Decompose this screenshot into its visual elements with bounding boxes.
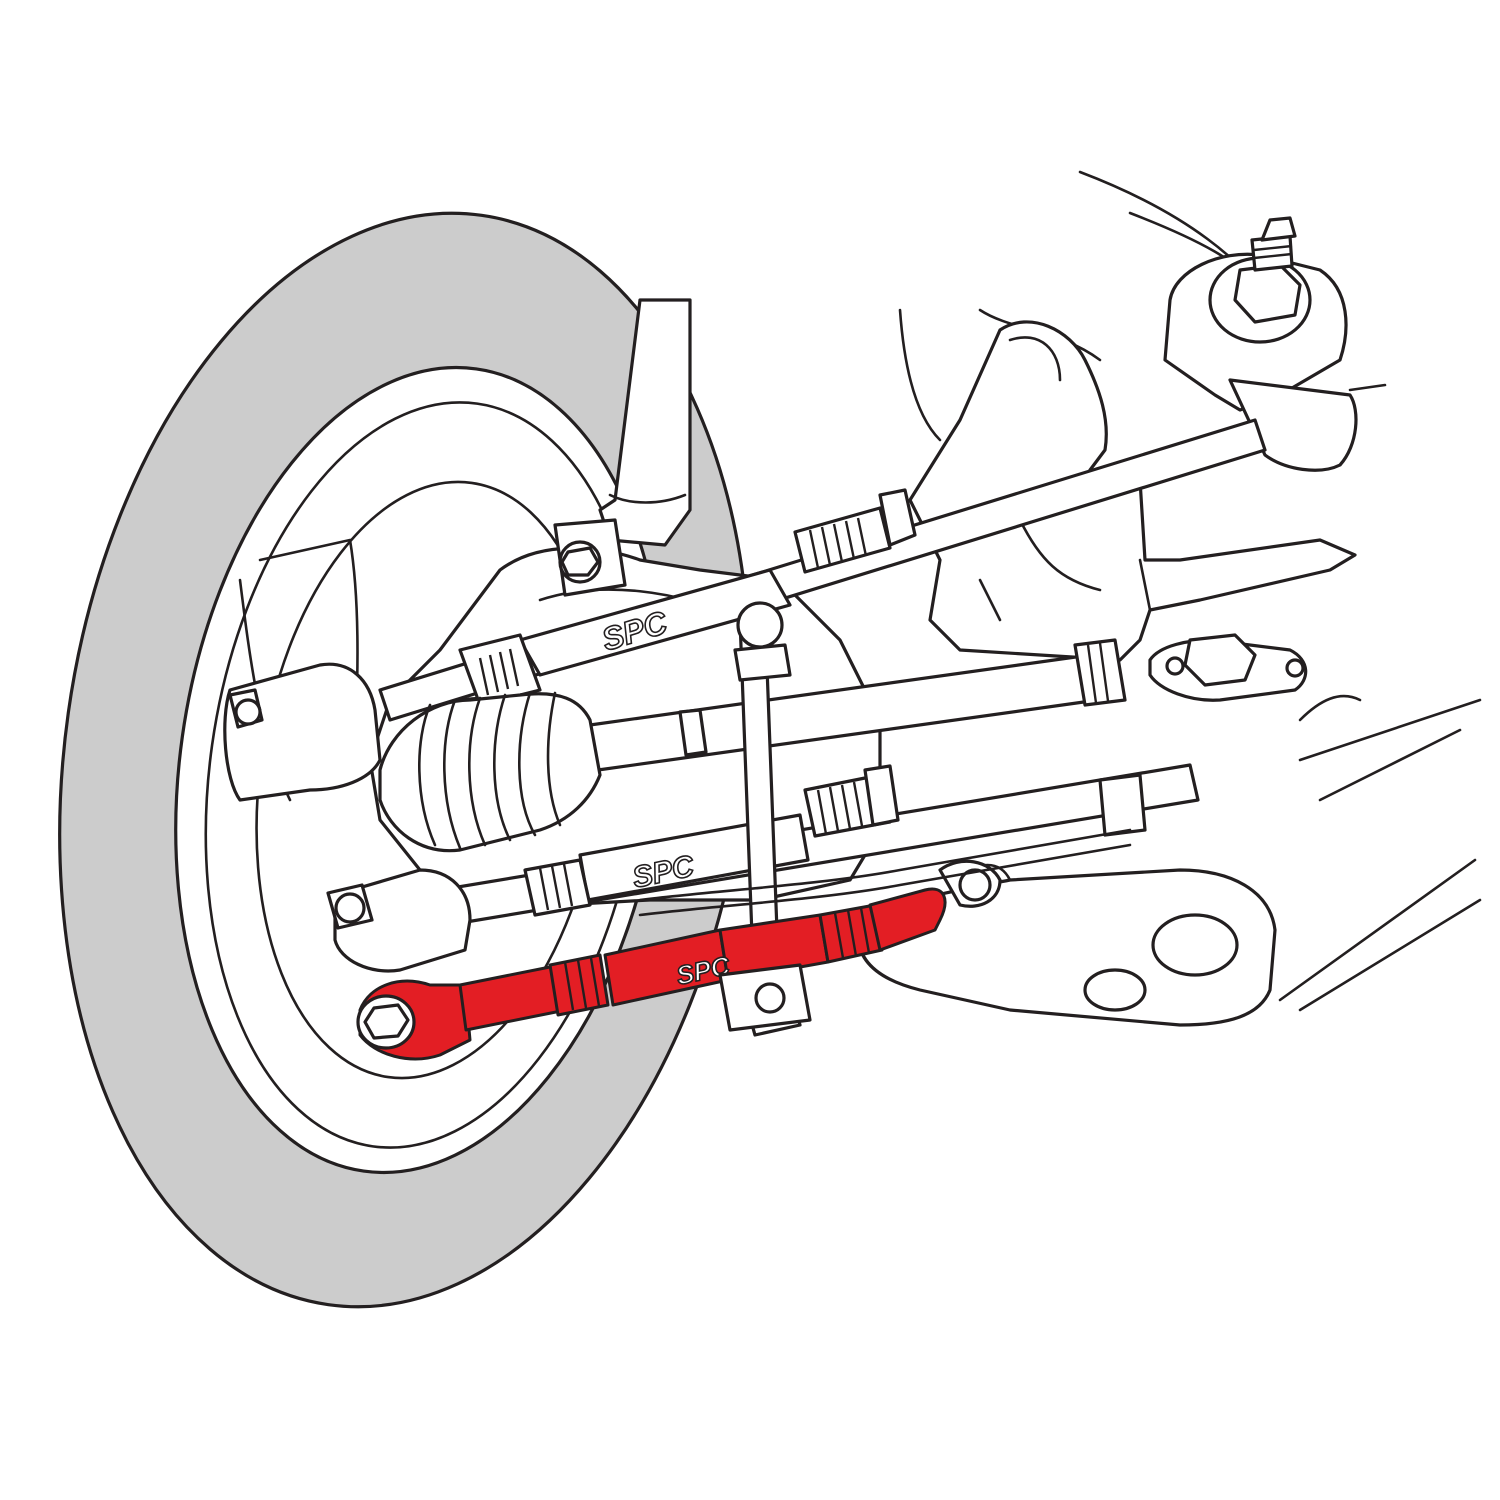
- shock-lower-bolt: [553, 518, 627, 597]
- middle-arm-threads: [538, 863, 574, 911]
- sway-link-bolt: [718, 963, 812, 1032]
- lower-control-arm: [856, 859, 1277, 1027]
- shock-absorber: [598, 298, 692, 547]
- red-arm-adjuster-threads: [833, 907, 871, 959]
- brake-line: [638, 828, 1132, 917]
- hub-bushing-upper: [223, 662, 382, 802]
- red-arm-threads: [563, 957, 601, 1011]
- upper-arm-threads: [478, 648, 520, 696]
- inner-mount-bolt: [1148, 633, 1308, 702]
- upper-arm-adjuster-threads: [808, 517, 868, 569]
- driveshaft: [378, 638, 1127, 853]
- top-mount-bolt: [1208, 216, 1312, 344]
- cv-boot: [378, 691, 602, 853]
- middle-arm-adjuster-threads: [816, 781, 864, 835]
- hub-bushing-lower: [326, 868, 472, 973]
- red-adjustable-control-arm: SPC: [356, 887, 947, 1061]
